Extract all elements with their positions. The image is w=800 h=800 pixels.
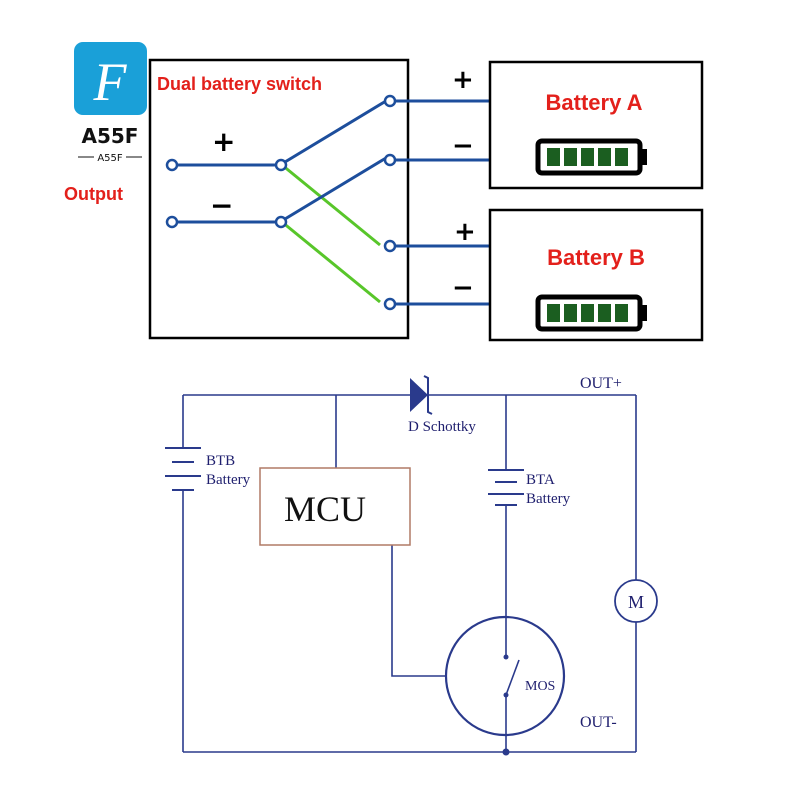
contact-a-minus — [383, 153, 397, 167]
switch-terminals — [165, 94, 397, 311]
output-minus-terminal — [165, 215, 179, 229]
battery-b-level-cell — [564, 304, 577, 322]
mos-contact-bottom — [503, 692, 509, 698]
battery-a-level — [547, 148, 628, 166]
battery-a-plus-sign: + — [452, 65, 474, 95]
battery-a-level-cell — [581, 148, 594, 166]
battery-b-label: Battery B — [547, 245, 645, 270]
motor-label: M — [628, 592, 644, 612]
battery-a-icon-tip — [641, 149, 647, 165]
contact-a-plus — [383, 94, 397, 108]
switch-pivot-minus — [274, 215, 288, 229]
output-plus-sign: + — [212, 125, 235, 158]
switch-green-links — [281, 163, 381, 304]
battery-a-level-cell — [547, 148, 560, 166]
output-minus-sign: − — [210, 189, 233, 222]
battery-a-label: Battery A — [546, 90, 643, 115]
switch-box — [148, 58, 410, 340]
battery-b-plus-sign: + — [454, 217, 476, 247]
output-label: Output — [64, 184, 123, 204]
switch-blue-wiring — [174, 99, 494, 306]
logo-sub: A55F — [97, 153, 123, 164]
contact-b-minus — [383, 297, 397, 311]
battery-b-level-cell — [581, 304, 594, 322]
battery-a-minus-sign: − — [452, 131, 474, 161]
green-link-upper — [281, 163, 381, 247]
battery-b-level — [547, 304, 628, 322]
battery-b-level-cell — [615, 304, 628, 322]
out-plus-label: OUT+ — [580, 375, 622, 392]
btb-battery-symbol — [165, 447, 201, 491]
bta-label-line2: Battery — [526, 491, 571, 507]
mcu-gate-wire — [391, 545, 446, 677]
mos-circle — [444, 615, 566, 737]
switch-title: Dual battery switch — [157, 74, 322, 94]
green-link-lower — [281, 220, 381, 304]
motor-symbol — [614, 579, 658, 623]
ground-junction — [502, 748, 510, 756]
battery-b-box: Battery B — [488, 208, 704, 342]
logo-name: A55F — [82, 124, 139, 148]
out-minus-label: OUT- — [580, 714, 617, 731]
brand-logo: F A55F A55F — [74, 42, 147, 164]
battery-a-box: Battery A — [488, 60, 704, 190]
mos-switch-blade — [505, 659, 520, 696]
contact-b-plus — [383, 239, 397, 253]
battery-b-level-cell — [598, 304, 611, 322]
output-plus-terminal — [165, 158, 179, 172]
bta-label-line1: BTA — [526, 472, 555, 488]
diode-bar — [423, 375, 433, 415]
mos-switch — [444, 615, 566, 737]
switch-pivot-plus — [274, 158, 288, 172]
battery-b-icon — [535, 294, 647, 332]
circuit-wiring — [182, 394, 637, 753]
logo-badge — [74, 42, 147, 115]
switch-lever-plus — [279, 99, 387, 167]
battery-b-minus-sign: − — [452, 273, 474, 303]
mos-label: MOS — [525, 679, 555, 694]
btb-label-line1: BTB — [206, 453, 235, 469]
schottky-diode — [410, 375, 433, 415]
switch-lever-minus — [279, 156, 387, 224]
mcu-block — [259, 467, 411, 546]
logo-letter: F — [93, 52, 128, 112]
diode-label: D Schottky — [408, 419, 476, 435]
battery-b-level-cell — [547, 304, 560, 322]
battery-a-level-cell — [598, 148, 611, 166]
battery-a-level-cell — [564, 148, 577, 166]
battery-a-icon — [535, 138, 647, 176]
mcu-label: MCU — [284, 489, 366, 529]
battery-a-level-cell — [615, 148, 628, 166]
btb-label-line2: Battery — [206, 472, 251, 488]
mos-contact-top — [503, 654, 509, 660]
diode-triangle — [410, 378, 428, 412]
bta-battery-symbol — [488, 469, 524, 506]
battery-b-icon-tip — [641, 305, 647, 321]
